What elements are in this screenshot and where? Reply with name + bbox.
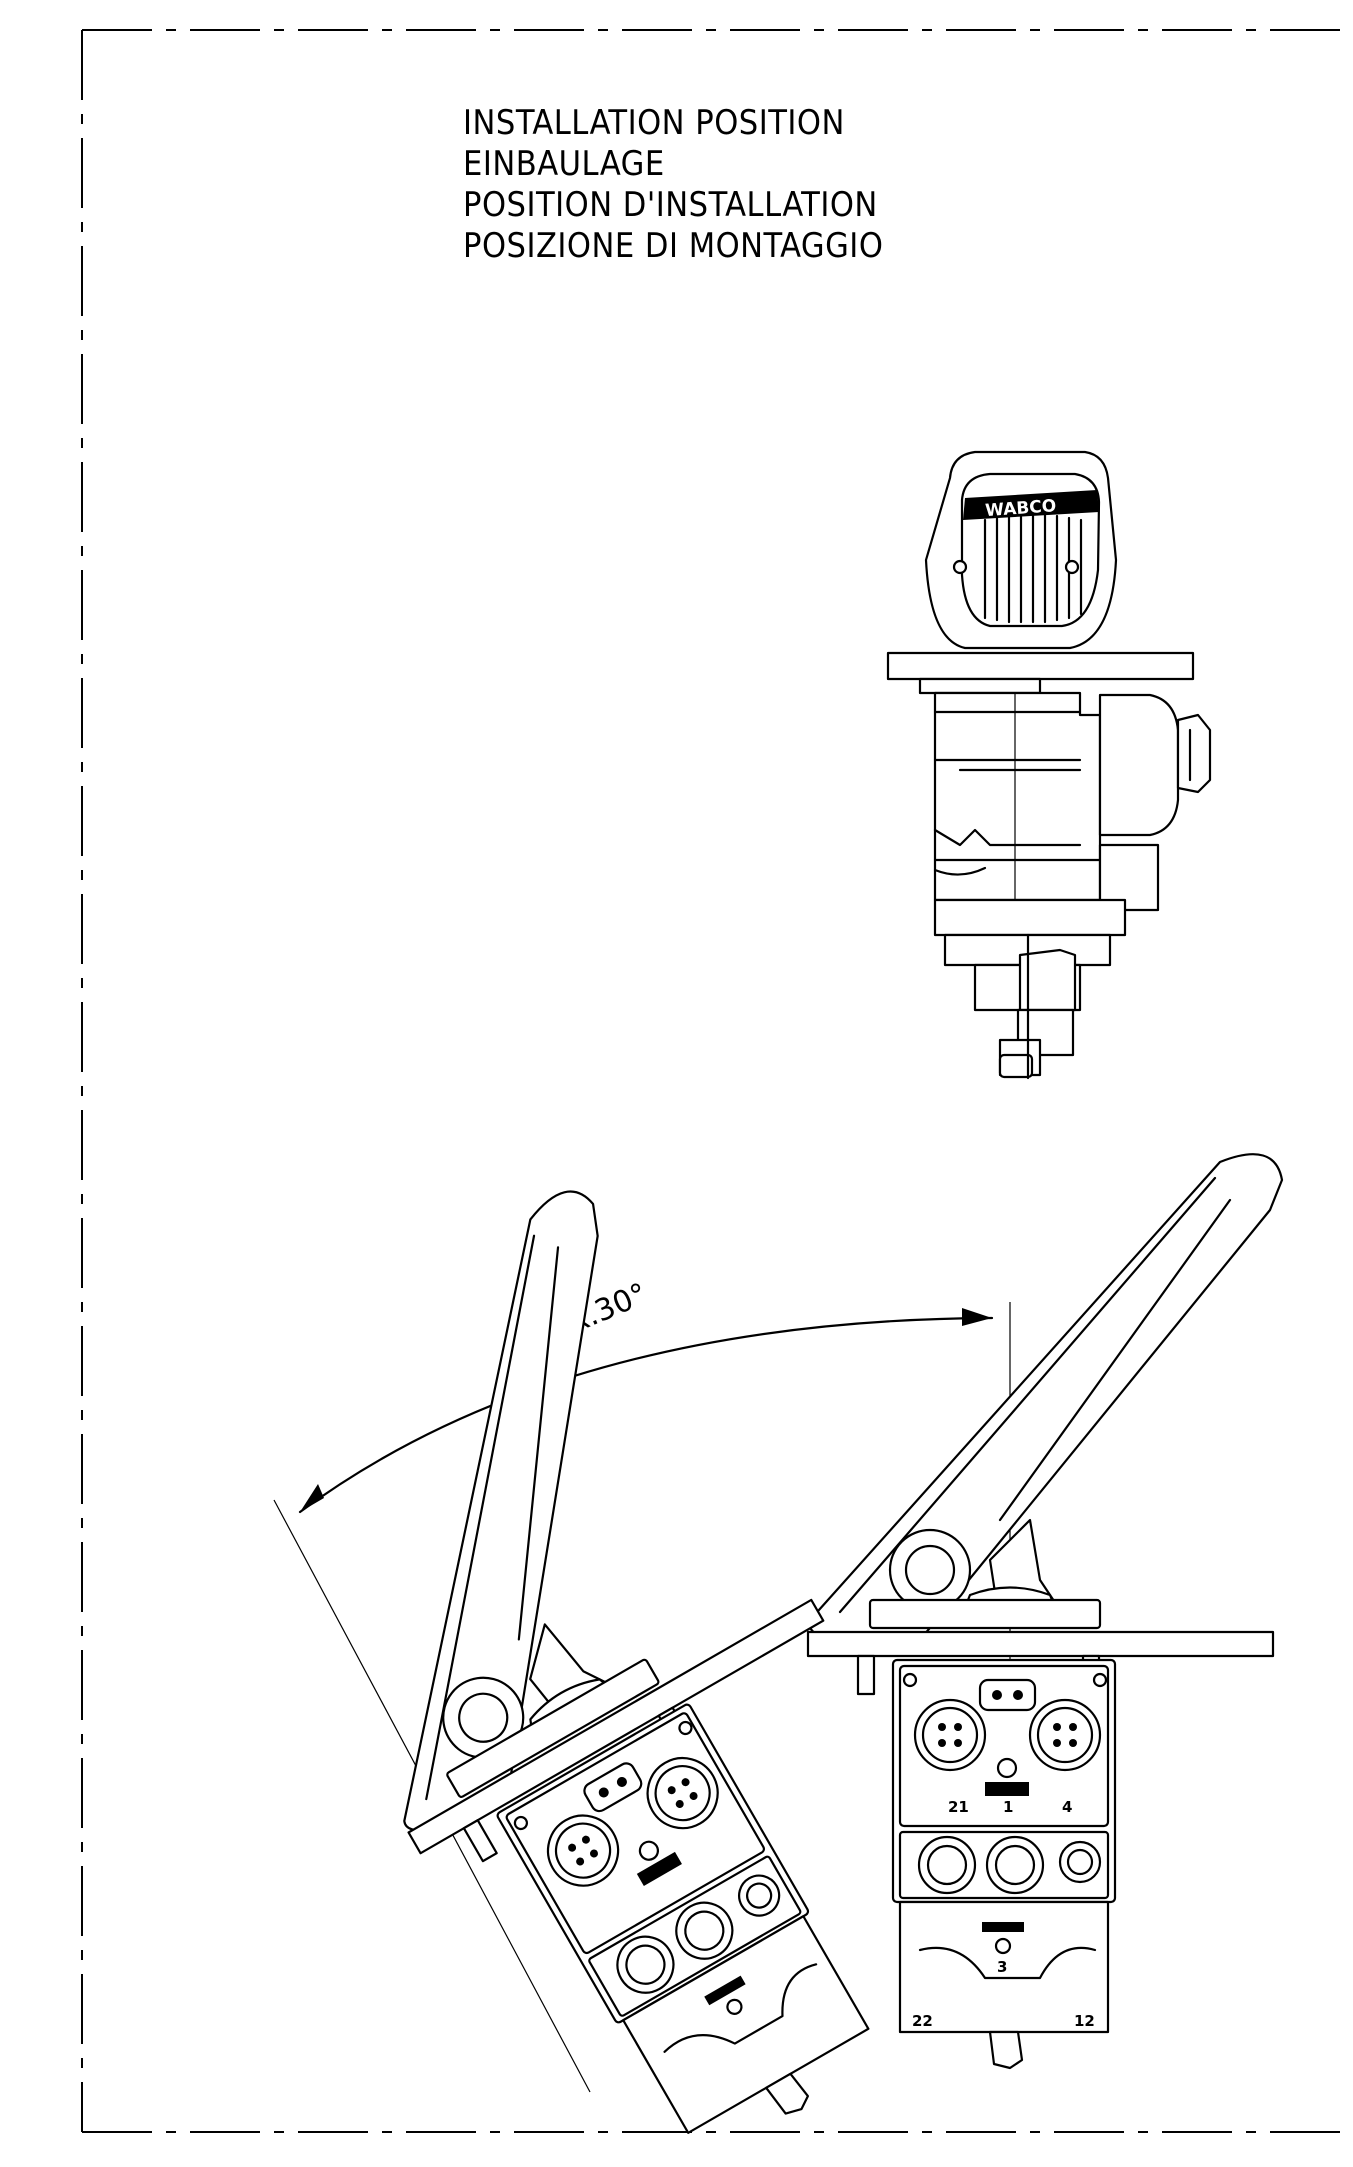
upright-base (898, 1900, 1110, 2034)
side-view-connector (1176, 713, 1212, 794)
tilted-mounting-plate (407, 1598, 825, 1855)
bolt-icon (856, 1654, 876, 1696)
title-line-en: INSTALLATION POSITION (463, 103, 845, 143)
port-label-22: 22 (912, 2012, 933, 2030)
arrowhead-icon (962, 1308, 992, 1326)
upright-outlet (988, 2030, 1024, 2070)
bolt-icon (462, 1819, 498, 1863)
dimension-arc (298, 1316, 994, 1514)
upright-mounting-plate (806, 1630, 1275, 1658)
title-line-de: EINBAULAGE (463, 144, 665, 184)
side-view-mounting-plate (886, 651, 1195, 681)
port-label-21: 21 (948, 1798, 969, 1816)
upright-front-view: 21 1 4 3 22 12 (806, 1153, 1284, 2070)
title-line-it: POSIZIONE DI MONTAGGIO (463, 226, 883, 266)
tilted-base (622, 1915, 870, 2134)
brand-logo: WABCO (985, 496, 1057, 521)
side-view-body (933, 691, 1102, 902)
tilted-pedal (403, 1190, 599, 1832)
title-line-fr: POSITION D'INSTALLATION (463, 185, 878, 225)
port-label-4: 4 (1062, 1798, 1072, 1816)
arrowhead-icon (300, 1484, 324, 1512)
side-view: WABCO (886, 450, 1212, 1080)
port-label-12: 12 (1074, 2012, 1095, 2030)
upright-pedal (808, 1153, 1284, 1642)
screw-icon (952, 559, 968, 575)
port-label-1: 1 (1003, 1798, 1013, 1816)
side-view-module (1098, 693, 1180, 837)
side-view-ribs (983, 512, 1083, 624)
title-block: INSTALLATION POSITION EINBAULAGE POSITIO… (463, 103, 883, 266)
port-label-3: 3 (997, 1958, 1007, 1976)
side-view-logo-band (963, 490, 1099, 520)
screw-icon (1064, 559, 1080, 575)
tilted-outlet (765, 2072, 809, 2115)
tilted-front-view (403, 1190, 870, 2134)
sheet-frame (81, 29, 1353, 2133)
